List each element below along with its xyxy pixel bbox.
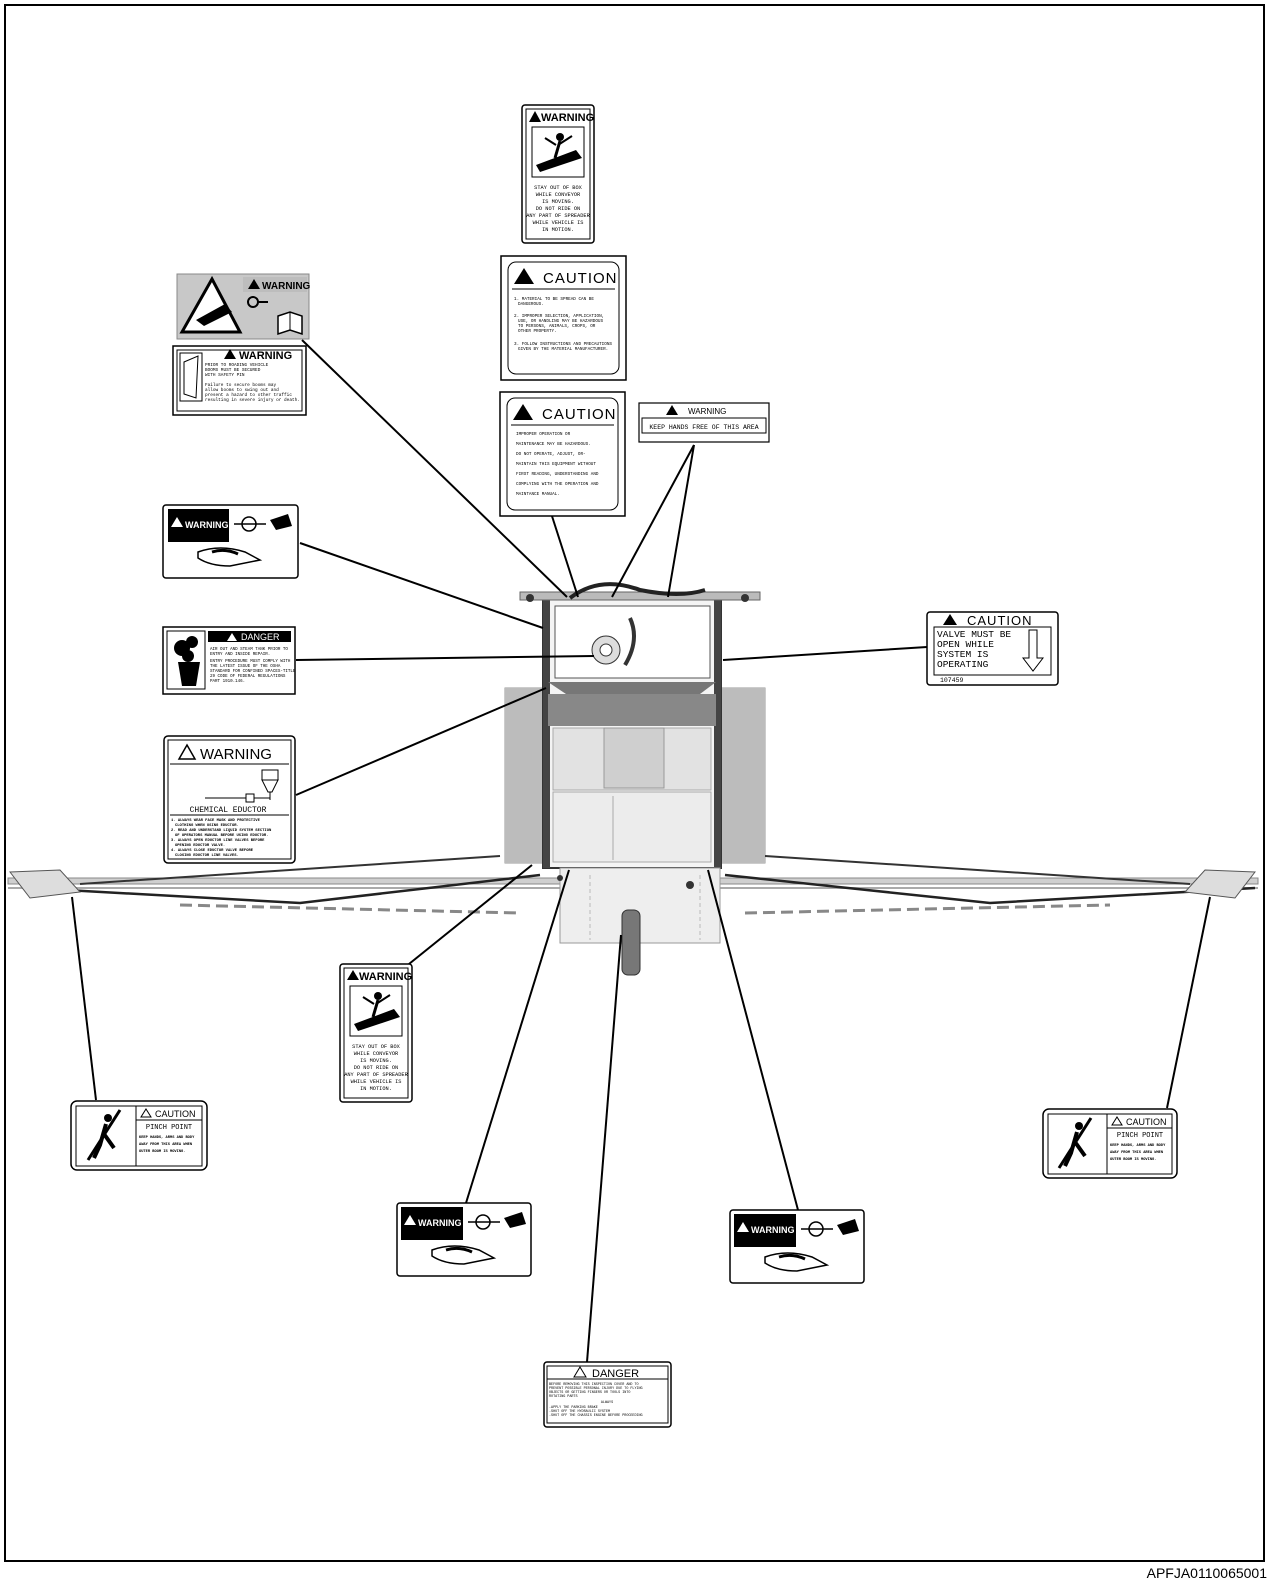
decal-line: -SHUT OFF THE CHASSIS ENGINE BEFORE PROC…: [549, 1414, 643, 1418]
decal-line: OTHER PROPERTY.: [518, 329, 557, 334]
decal-line: DO NOT OPERATE, ADJUST, OR-: [516, 452, 586, 457]
decal-box-top-warning: WARNING STAY OUT OF BOX WHILE CONVEYOR I…: [522, 105, 594, 243]
decal-line: KEEP HANDS, ARMS AND BODY: [139, 1136, 195, 1140]
decal-text: KEEP HANDS FREE OF THIS AREA: [649, 424, 758, 431]
decal-line: DANGEROUS.: [518, 302, 544, 307]
decal-number: 107459: [940, 677, 964, 684]
caution-header: CAUTION: [155, 1109, 196, 1119]
decal-line: STANDARD FOR CONFINED SPACES-TITLE: [210, 670, 296, 674]
decal-line: COMPLYING WITH THE OPERATION AND: [516, 482, 599, 487]
decal-line: MAINTENANCE MAY BE HAZARDOUS.: [516, 442, 591, 447]
decal-line: 1. ALWAYS WEAR FACE MASK AND PROTECTIVE: [171, 819, 261, 823]
decal-line: ENTRY PROCEDURE MUST COMPLY WITH: [210, 660, 291, 664]
decal-line: KEEP HANDS, ARMS AND BODY: [1110, 1144, 1166, 1148]
decal-line: THE LATEST ISSUE OF THE OSHA: [210, 665, 281, 669]
decal-line: CLOTHING WHEN USING EDUCTOR.: [175, 824, 239, 828]
decal-line: ALWAYS: [601, 1401, 613, 1405]
decal-warning-pictogram: WARNING: [177, 274, 311, 339]
warning-header: WARNING: [200, 746, 272, 763]
decal-warning-pressure-bottom-left: WARNING: [397, 1203, 531, 1276]
decal-line: 29 CODE OF FEDERAL REGULATIONS: [210, 675, 286, 679]
decal-line: MAINTAIN THIS EQUIPMENT WITHOUT: [516, 462, 596, 467]
danger-header: DANGER: [241, 632, 280, 642]
figure-id: APFJA0110065001: [1147, 1565, 1267, 1581]
caution-header: CAUTION: [1126, 1117, 1167, 1127]
decal-warning-eductor: WARNING CHEMICAL EDUCTOR 1. ALWAYS WEAR …: [164, 736, 295, 863]
eductor-caption: CHEMICAL EDUCTOR: [190, 806, 267, 815]
decal-caution-material: CAUTION 1. MATERIAL TO BE SPREAD CAN BE …: [501, 256, 626, 380]
decal-box-bottom-warning: WARNING STAY OUT OF BOX WHILE CONVEYOR I…: [340, 964, 412, 1102]
decal-caution-valve: CAUTION VALVE MUST BE OPEN WHILE SYSTEM …: [927, 612, 1058, 685]
decal-line: STAY OUT OF BOX: [352, 1044, 401, 1050]
decal-warning-hands: WARNING KEEP HANDS FREE OF THIS AREA: [639, 403, 769, 442]
decal-line: 4. ALWAYS CLOSE EDUCTOR VALVE BEFORE: [171, 849, 254, 853]
decal-line: ENTRY AND INSIDE REPAIR.: [210, 653, 270, 657]
pinch-subtitle: PINCH POINT: [1117, 1132, 1163, 1140]
decal-line: STAY OUT OF BOX: [534, 185, 583, 191]
warning-header: WARNING: [688, 407, 726, 416]
decal-line: resulting in severe injury or death.: [205, 398, 300, 403]
decal-danger-tank: DANGER AIR OUT AND STEAM TANK PRIOR TO E…: [163, 627, 296, 694]
decal-line: AIR OUT AND STEAM TANK PRIOR TO: [210, 648, 288, 652]
decal-line: WHILE VEHICLE IS: [533, 220, 584, 226]
decal-line: DO NOT RIDE ON: [536, 206, 581, 212]
decal-line: IN MOTION.: [542, 227, 574, 233]
decal-danger-inspection: DANGER BEFORE REMOVING THIS INSPECTION C…: [544, 1362, 671, 1427]
decal-line: OPENING EDUCTOR VALVE.: [175, 844, 225, 848]
decal-line: ANY PART OF SPREADER: [526, 213, 590, 219]
decal-line: IMPROPER OPERATION OR: [516, 432, 571, 437]
warning-header: WARNING: [418, 1218, 462, 1228]
caution-header: CAUTION: [542, 406, 617, 423]
decal-pinch-point-right: CAUTION PINCH POINT KEEP HANDS, ARMS AND…: [1043, 1109, 1177, 1178]
warning-header: WARNING: [541, 112, 594, 124]
decal-caution-operation: CAUTION IMPROPER OPERATION OR MAINTENANC…: [500, 392, 625, 516]
decal-line: IN MOTION.: [360, 1086, 392, 1092]
decal-warning-pressure-bottom-right: WARNING: [730, 1210, 864, 1283]
decal-line: 3. ALWAYS OPEN EDUCTOR LINE VALVES BEFOR…: [171, 839, 265, 843]
caution-header: CAUTION: [543, 270, 618, 287]
decal-line: OF OPERATORS MANUAL BEFORE USING EDUCTOR…: [175, 834, 268, 838]
decal-line: AWAY FROM THIS AREA WHEN: [1110, 1151, 1163, 1155]
decal-line: WHILE VEHICLE IS: [351, 1079, 402, 1085]
caution-header: CAUTION: [967, 613, 1033, 628]
decal-line: OUTER BOOM IS MOVING.: [1110, 1158, 1156, 1162]
pinch-subtitle: PINCH POINT: [146, 1124, 192, 1132]
decal-line: WHILE CONVEYOR: [354, 1051, 399, 1057]
decal-pinch-point-left: CAUTION PINCH POINT KEEP HANDS, ARMS AND…: [71, 1101, 207, 1170]
decal-line: 2. READ AND UNDERSTAND LIQUID SYSTEM SEC…: [171, 829, 272, 833]
warning-header: WARNING: [185, 520, 229, 530]
warning-header: WARNING: [239, 350, 292, 362]
decal-line: WHILE CONVEYOR: [536, 192, 581, 198]
decal-line: OUTER BOOM IS MOVING.: [139, 1150, 185, 1154]
decal-line: DO NOT RIDE ON: [354, 1065, 399, 1071]
warning-header: WARNING: [751, 1225, 795, 1235]
decal-line: CLOSING EDUCTOR LINE VALVES.: [175, 854, 239, 858]
person-in-box-icon: [532, 127, 584, 177]
person-in-box-icon: [350, 986, 402, 1036]
decal-line: OPERATING: [937, 659, 989, 670]
decal-line: IS MOVING.: [542, 199, 574, 205]
warning-header: WARNING: [359, 971, 412, 983]
decal-line: MAINTANCE MANUAL.: [516, 492, 560, 497]
decal-line: IS MOVING.: [360, 1058, 392, 1064]
decal-line: ROTATING PARTS: [549, 1395, 578, 1399]
decal-warning-booms: WARNING PRIOR TO ROADING VEHICLE BOOMS M…: [173, 346, 306, 415]
decal-line: ANY PART OF SPREADER: [344, 1072, 408, 1078]
decal-line: PART 1910.146.: [210, 680, 245, 684]
decal-line: AWAY FROM THIS AREA WHEN: [139, 1143, 192, 1147]
decal-line: FIRST READING, UNDERSTANDING AND: [516, 472, 599, 477]
decal-line: GIVEN BY THE MATERIAL MANUFACTURER.: [518, 347, 608, 352]
decal-line: WITH SAFETY PIN: [205, 373, 245, 378]
danger-header: DANGER: [592, 1368, 639, 1380]
warning-header: WARNING: [262, 281, 311, 292]
manual-book-icon: [278, 312, 302, 334]
decal-warning-pressure: WARNING: [163, 505, 298, 578]
